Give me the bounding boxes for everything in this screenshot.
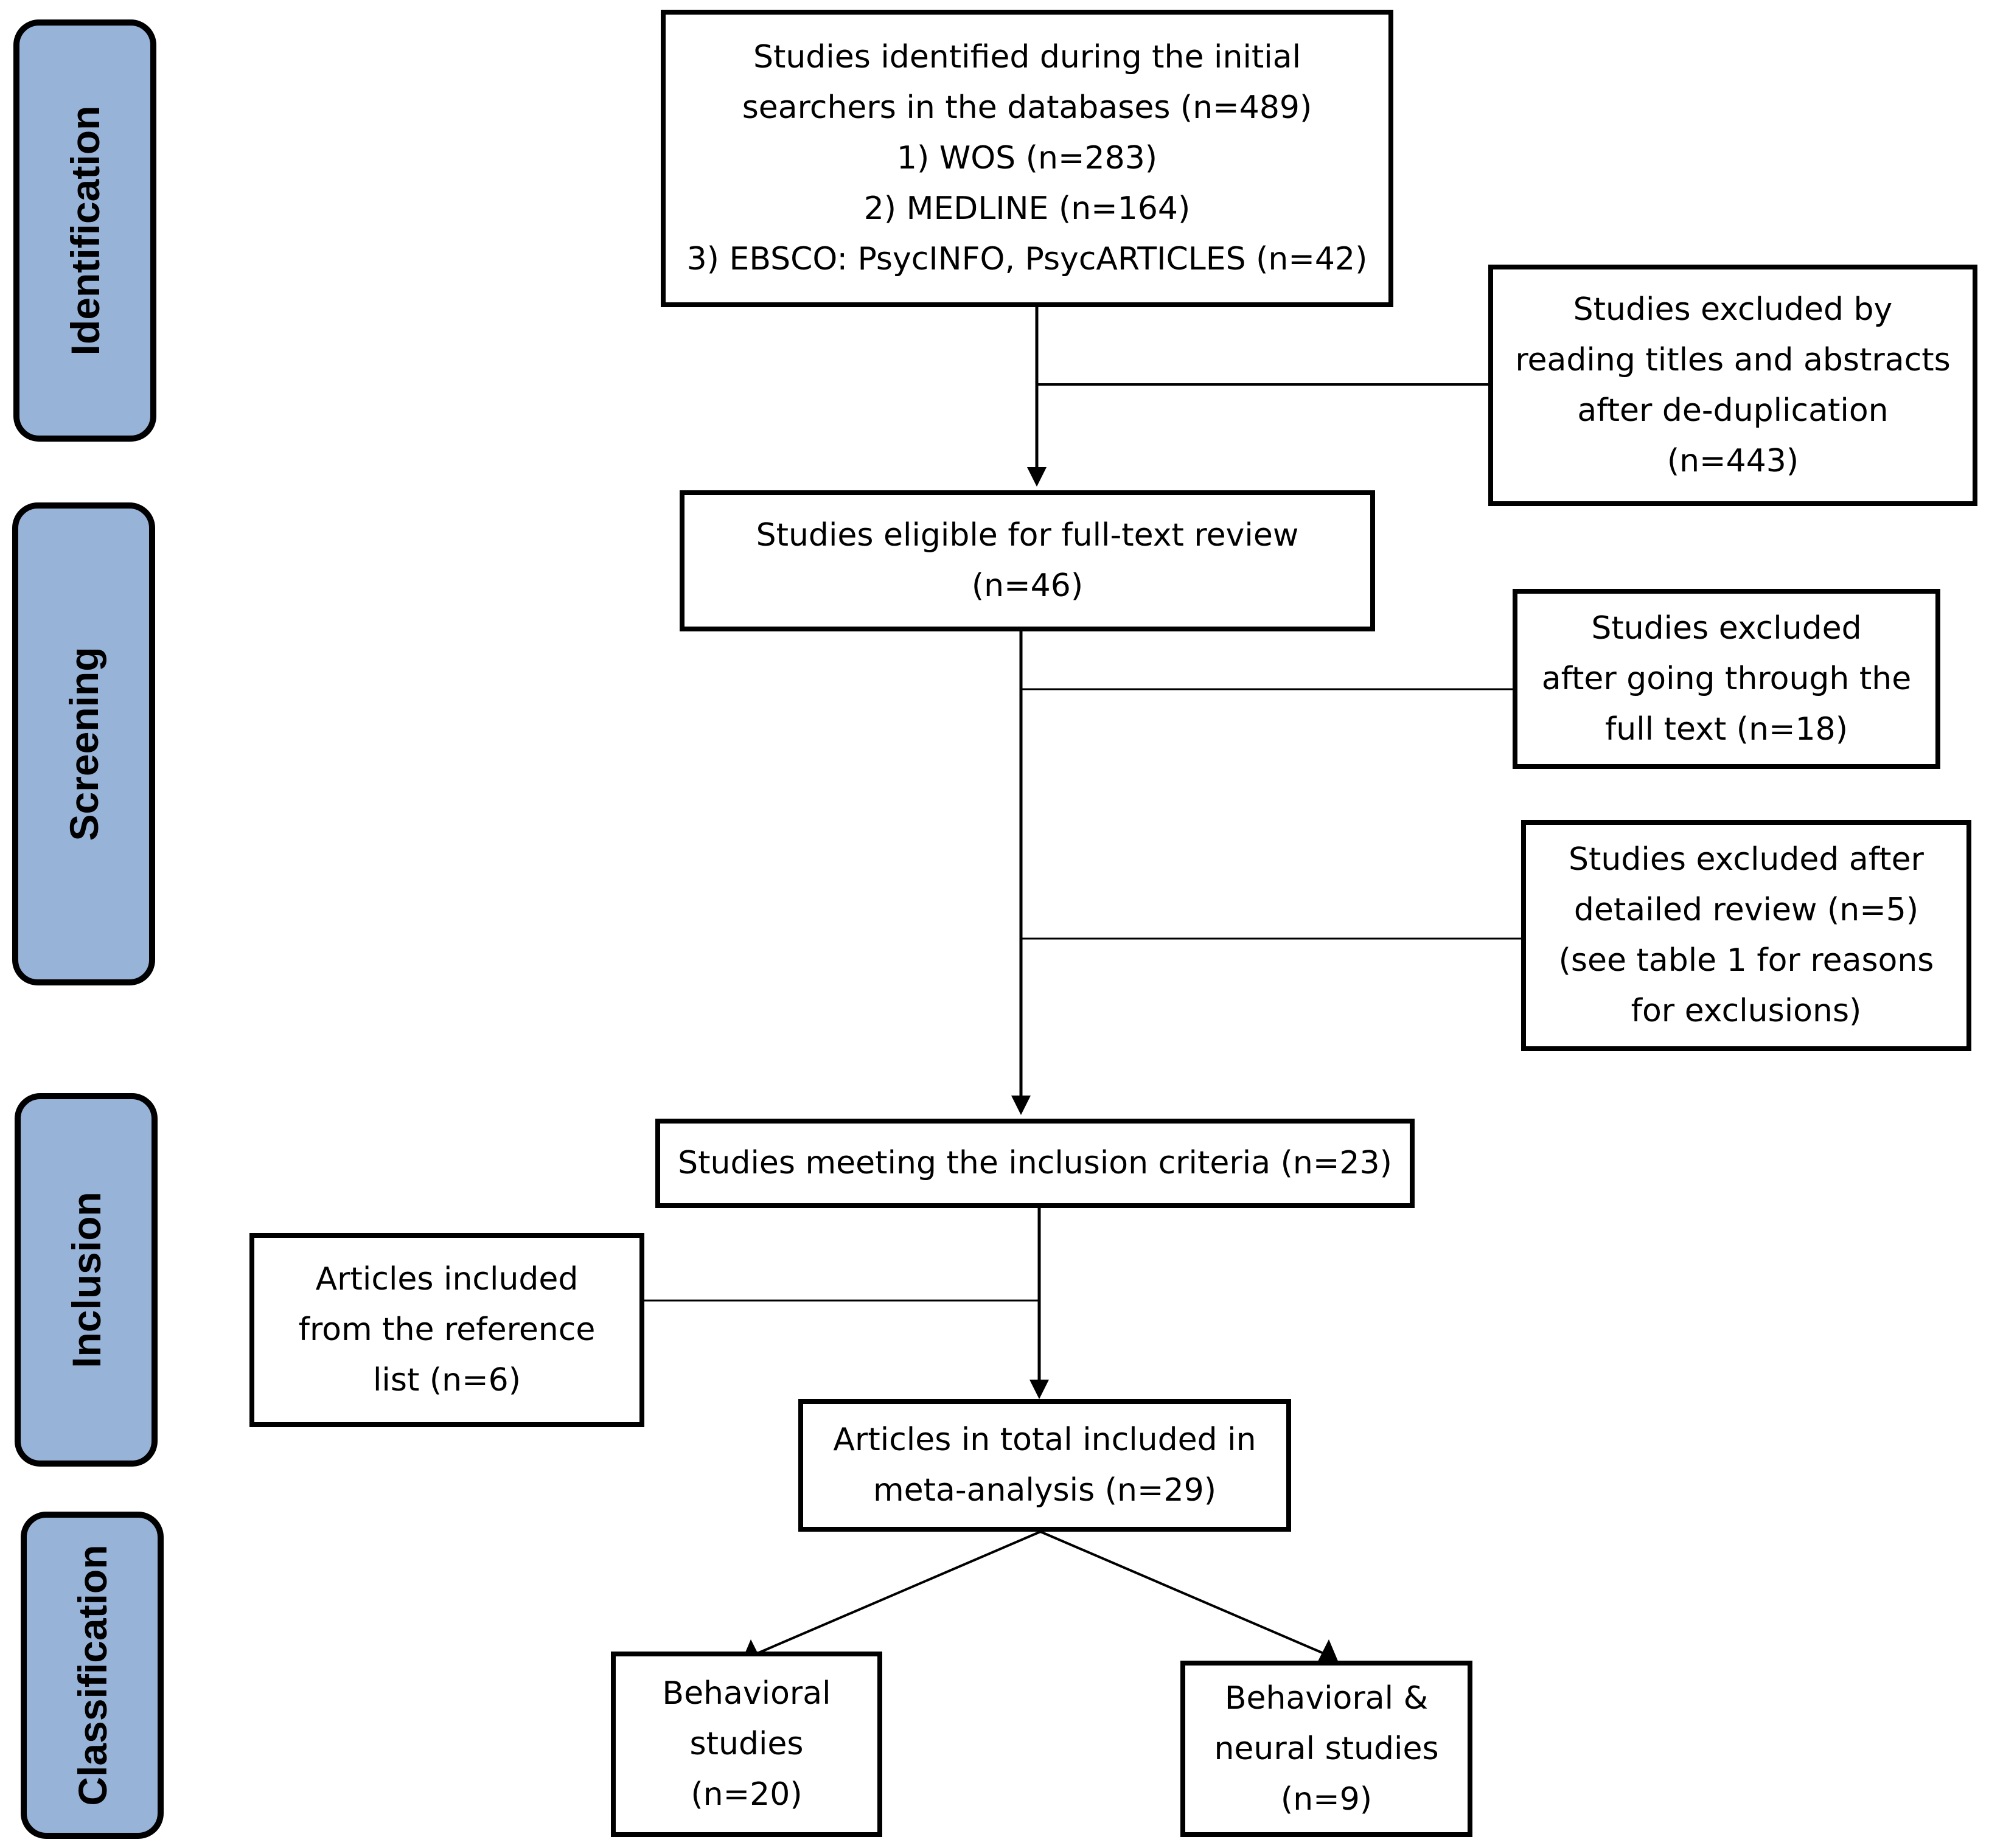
box-text-line: 1) WOS (n=283) xyxy=(896,140,1158,176)
box-behavioral: Behavioral studies (n=20) xyxy=(611,1652,882,1837)
arrowhead-behavioral-neural xyxy=(1317,1639,1339,1664)
box-text-line: (n=20) xyxy=(691,1776,803,1813)
box-text-line: Behavioral & xyxy=(1224,1680,1429,1717)
box-behavioral-neural: Behavioral & neural studies (n=9) xyxy=(1180,1661,1472,1837)
box-text-line: for exclusions) xyxy=(1631,993,1862,1029)
box-excluded-detailed: Studies excluded after detailed review (… xyxy=(1521,820,1971,1051)
box-text-line: Studies excluded after xyxy=(1569,841,1924,878)
arrow-total-to-behavioral xyxy=(754,1530,1041,1656)
box-text-line: studies xyxy=(689,1726,804,1762)
box-text-line: 3) EBSCO: PsycINFO, PsycARTICLES (n=42) xyxy=(686,241,1368,277)
stage-label: Screening xyxy=(61,647,106,841)
box-text-line: neural studies xyxy=(1214,1730,1439,1767)
box-text-line: list (n=6) xyxy=(372,1362,521,1398)
box-reference-list: Articles included from the reference lis… xyxy=(249,1233,644,1427)
box-text-line: Studies excluded by xyxy=(1573,291,1893,328)
box-text-line: Studies meeting the inclusion criteria (… xyxy=(678,1145,1392,1181)
box-text-line: (n=46) xyxy=(971,568,1084,604)
box-text-line: Articles included xyxy=(315,1261,579,1297)
arrow-total-to-behavioral-neural xyxy=(1040,1530,1327,1656)
stage-label: Identification xyxy=(62,105,108,356)
box-text-line: Studies identified during the initial xyxy=(753,39,1301,75)
stage-screening: Screening xyxy=(12,502,155,985)
box-text-line: Studies excluded xyxy=(1591,610,1862,647)
arrowhead-meeting xyxy=(1011,1096,1031,1115)
box-excluded-titles: Studies excluded by reading titles and a… xyxy=(1488,265,1977,506)
box-text-line: Articles in total included in xyxy=(833,1422,1256,1458)
box-text-line: Studies eligible for full-text review xyxy=(756,517,1299,554)
arrowhead-total xyxy=(1029,1380,1049,1399)
box-text-line: after de-duplication xyxy=(1577,392,1889,429)
box-text-line: 2) MEDLINE (n=164) xyxy=(863,190,1191,227)
box-text-line: Behavioral xyxy=(662,1675,831,1712)
box-text-line: from the reference xyxy=(298,1311,596,1348)
box-text-line: (n=443) xyxy=(1667,442,1799,479)
box-text-line: reading titles and abstracts xyxy=(1515,341,1951,378)
stage-label: Inclusion xyxy=(63,1192,109,1368)
box-meeting-criteria: Studies meeting the inclusion criteria (… xyxy=(655,1119,1415,1208)
stage-classification: Classification xyxy=(21,1512,164,1839)
stage-label: Classification xyxy=(69,1544,115,1806)
box-text-line: (see table 1 for reasons xyxy=(1558,942,1934,979)
box-text-line: full text (n=18) xyxy=(1604,710,1848,748)
stage-inclusion: Inclusion xyxy=(15,1093,158,1467)
box-text-line: meta-analysis (n=29) xyxy=(873,1472,1216,1509)
stage-identification: Identification xyxy=(13,19,156,442)
arrowhead-eligible xyxy=(1027,467,1047,487)
box-text-line: after going through the xyxy=(1541,660,1912,697)
box-excluded-fulltext: Studies excluded after going through the… xyxy=(1513,589,1940,769)
box-total: Articles in total included in meta-analy… xyxy=(798,1399,1291,1532)
box-text-line: detailed review (n=5) xyxy=(1573,892,1919,928)
box-eligible: Studies eligible for full-text review (n… xyxy=(680,490,1375,631)
box-text-line: (n=9) xyxy=(1280,1780,1373,1818)
box-text-line: searchers in the databases (n=489) xyxy=(742,89,1312,126)
box-identified: Studies identified during the initial se… xyxy=(661,10,1393,307)
